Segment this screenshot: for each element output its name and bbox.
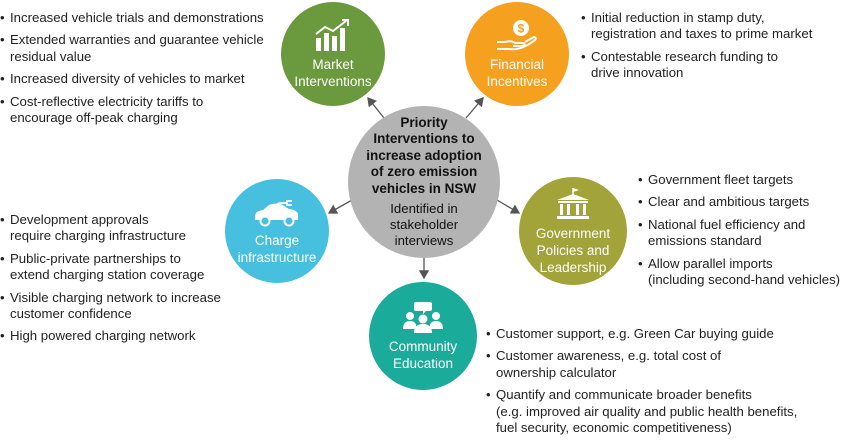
arrow-to-market bbox=[367, 96, 385, 119]
community-education-label: Community Education bbox=[388, 339, 458, 371]
government-policies-circle: Government Policies and Leadership bbox=[519, 177, 627, 285]
arrow-to-government bbox=[496, 199, 521, 214]
community-education-list: Customer support, e.g. Green Car buying … bbox=[486, 326, 848, 442]
center-subtitle: Identified in stakeholder interviews bbox=[389, 201, 459, 249]
list-item: High powered charging network bbox=[0, 328, 240, 345]
market-interventions-label: Market Interventions bbox=[294, 57, 372, 89]
community-education-circle: Community Education bbox=[369, 282, 477, 390]
list-item: Quantify and communicate broader benefit… bbox=[486, 387, 848, 436]
people-group-icon bbox=[403, 302, 443, 333]
list-item: Allow parallel imports (including second… bbox=[638, 256, 850, 289]
center-circle: Priority Interventions to increase adopt… bbox=[348, 106, 500, 258]
list-item: Increased vehicle trials and demonstrati… bbox=[0, 10, 280, 27]
list-item: Initial reduction in stamp duty, registr… bbox=[581, 10, 846, 43]
list-item: National fuel efficiency and emissions s… bbox=[638, 217, 850, 250]
list-item: Extended warranties and guarantee vehicl… bbox=[0, 32, 280, 65]
list-item: Customer support, e.g. Green Car buying … bbox=[486, 326, 848, 343]
svg-text:$: $ bbox=[518, 22, 525, 36]
market-interventions-list: Increased vehicle trials and demonstrati… bbox=[0, 10, 280, 132]
arrow-to-financial bbox=[465, 97, 484, 119]
government-building-icon bbox=[557, 187, 589, 219]
financial-incentives-list: Initial reduction in stamp duty, registr… bbox=[581, 10, 846, 88]
government-policies-label: Government Policies and Leadership bbox=[535, 225, 611, 275]
market-interventions-circle: Market Interventions bbox=[281, 2, 385, 106]
government-policies-list: Government fleet targets Clear and ambit… bbox=[638, 172, 850, 294]
list-item: Clear and ambitious targets bbox=[638, 194, 850, 211]
list-item: Visible charging network to increase cus… bbox=[0, 290, 240, 323]
financial-incentives-circle: $ Financial Incentives bbox=[465, 2, 569, 106]
center-title: Priority Interventions to increase adopt… bbox=[366, 114, 482, 196]
bar-chart-trend-icon bbox=[315, 19, 349, 51]
list-item: Development approvals require charging i… bbox=[0, 212, 240, 245]
hand-coin-icon: $ bbox=[497, 20, 537, 51]
list-item: Increased diversity of vehicles to marke… bbox=[0, 71, 280, 88]
charge-infrastructure-circle: Charge infrastructure bbox=[225, 179, 329, 283]
electric-car-icon bbox=[255, 200, 298, 227]
list-item: Public-private partnerships to extend ch… bbox=[0, 251, 240, 284]
list-item: Government fleet targets bbox=[638, 172, 850, 189]
arrow-to-charge bbox=[327, 199, 353, 214]
list-item: Contestable research funding to drive in… bbox=[581, 49, 846, 82]
list-item: Cost-reflective electricity tariffs to e… bbox=[0, 94, 280, 127]
charge-infrastructure-label: Charge infrastructure bbox=[237, 233, 317, 265]
financial-incentives-label: Financial Incentives bbox=[486, 57, 548, 89]
charge-infrastructure-list: Development approvals require charging i… bbox=[0, 212, 240, 351]
connector-arrows bbox=[327, 96, 521, 280]
list-item: Customer awareness, e.g. total cost of o… bbox=[486, 348, 848, 381]
